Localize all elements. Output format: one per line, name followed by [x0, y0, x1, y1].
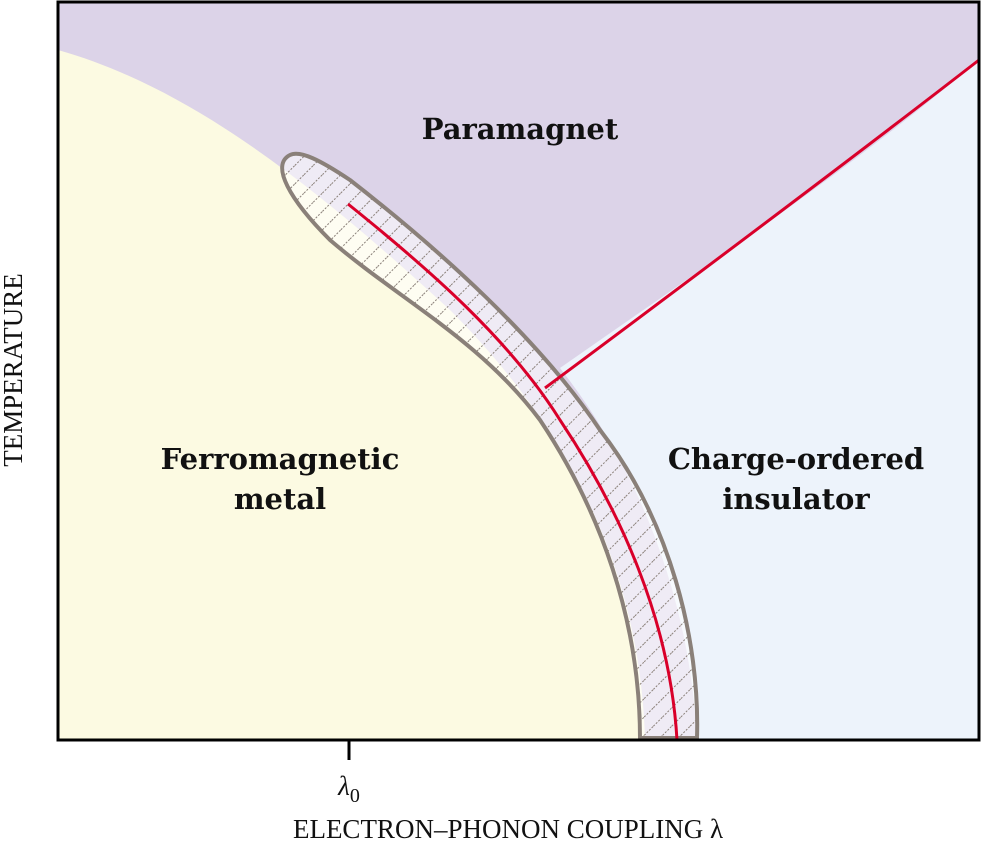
tick-symbol: λ	[337, 771, 350, 801]
ferromagnetic-label-line1: Ferromagnetic	[161, 442, 400, 476]
charge-ordered-insulator-region	[560, 60, 979, 740]
charge-ordered-label-line2: insulator	[722, 482, 870, 516]
charge-ordered-label-line1: Charge-ordered	[668, 442, 924, 476]
phase-coexistence-region	[280, 151, 700, 740]
fm-transition-line	[347, 202, 679, 741]
ferromagnetic-label-line2: metal	[234, 482, 326, 516]
tick-subscript: 0	[350, 785, 360, 807]
plot-frame	[56, 0, 981, 742]
ferromagnetic-metal-region	[58, 50, 645, 740]
co-transition-line	[544, 58, 980, 390]
lambda0-tick-label: λ0	[337, 771, 360, 807]
x-axis-label: ELECTRON–PHONON COUPLING λ	[293, 814, 723, 844]
paramagnet-label: Paramagnet	[422, 112, 619, 146]
y-axis-label: TEMPERATURE	[0, 273, 28, 467]
